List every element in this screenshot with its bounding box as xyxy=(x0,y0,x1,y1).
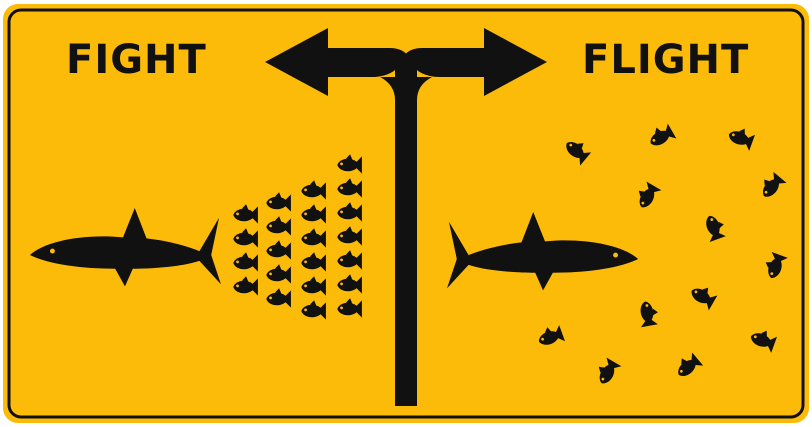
fight-label: FIGHT xyxy=(66,40,207,80)
flight-label: FLIGHT xyxy=(582,40,749,80)
